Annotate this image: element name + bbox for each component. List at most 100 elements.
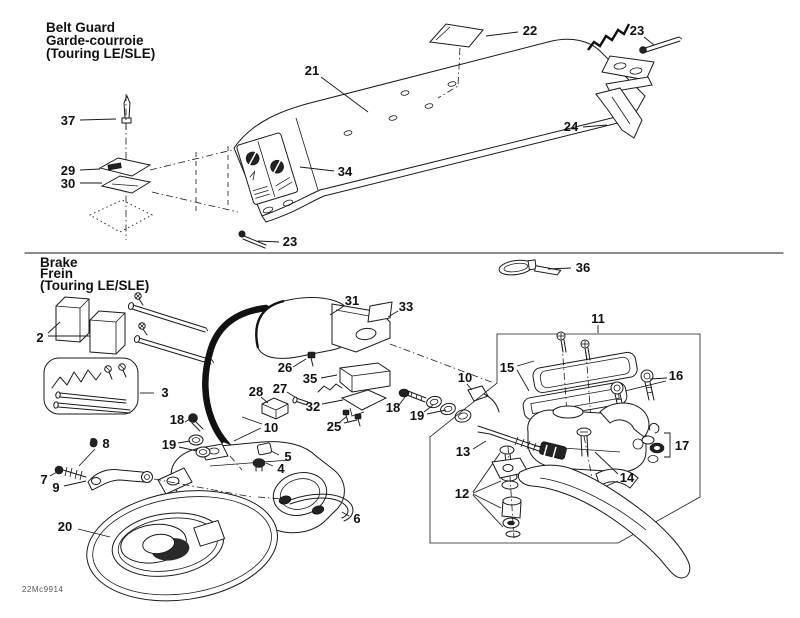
brake-pads-part (55, 292, 215, 365)
callout-19-left-label: 19 (162, 437, 176, 452)
callout-25: 25 (327, 416, 358, 434)
callout-28-label: 28 (249, 384, 263, 399)
projection-line-1 (149, 149, 233, 171)
callout-23-top: 23 (630, 23, 655, 46)
callout-22: 22 (485, 23, 537, 38)
brake-section-title: Brake Frein (Touring LE/SLE) (40, 255, 149, 293)
callout-28: 28 (249, 384, 269, 404)
callout-19-left: 19 (162, 437, 198, 452)
pad-pin-2 (133, 335, 215, 365)
pin-part (121, 94, 132, 130)
brake-title-en: Brake (40, 255, 78, 270)
callout-36-label: 36 (576, 260, 590, 275)
callout-26-label: 26 (278, 360, 292, 375)
anchor-plate-part (601, 55, 655, 93)
callout-23-bottom: 23 (257, 234, 297, 249)
callout-9: 9 (52, 480, 87, 495)
callout-21: 21 (305, 63, 369, 113)
bracket-lower-part (100, 175, 152, 194)
callout-24-label: 24 (564, 119, 579, 134)
callout-22-label: 22 (523, 23, 537, 38)
brake-variant: (Touring LE/SLE) (40, 278, 149, 293)
callout-12-label: 12 (455, 486, 469, 501)
mounting-area-outline (89, 199, 153, 233)
cover-screw-1 (556, 331, 567, 353)
callout-30-label: 30 (61, 176, 75, 191)
callout-23-top-label: 23 (630, 23, 644, 38)
bleeder-plug-part (252, 458, 266, 472)
connector-part (261, 397, 289, 420)
callout-18-left: 18 (170, 412, 191, 427)
callout-6: 6 (341, 511, 361, 526)
handlebar-clamp-part (595, 402, 655, 489)
brake-disc-part (86, 490, 278, 602)
small-parts-17 (647, 423, 665, 463)
flag-part (367, 301, 393, 323)
callout-25-label: 25 (327, 419, 341, 434)
guard-vent-slots (343, 81, 457, 136)
callout-26: 26 (278, 358, 307, 375)
callout-27: 27 (273, 381, 296, 398)
callout-37: 37 (61, 113, 117, 128)
brake-lever-part (491, 457, 691, 579)
callout-4: 4 (265, 461, 285, 476)
callout-29: 29 (61, 163, 101, 178)
callout-2: 2 (36, 321, 90, 345)
hose-fitting-part (467, 385, 500, 413)
callout-18-right: 18 (386, 396, 406, 415)
reservoir-cover-part (532, 351, 638, 394)
callout-15: 15 (500, 360, 535, 392)
callout-10-fitting-label: 10 (458, 370, 472, 385)
callout-13-label: 13 (456, 444, 470, 459)
callout-34-label: 34 (338, 164, 353, 179)
callout-4-label: 4 (277, 461, 285, 476)
screws-pair-part (342, 409, 362, 427)
belt-guard-variant: (Touring LE/SLE) (46, 46, 155, 61)
switch-part (317, 362, 391, 393)
callout-7-label: 7 (40, 472, 47, 487)
callout-23-bottom-label: 23 (283, 234, 297, 249)
callout-21-label: 21 (305, 63, 319, 78)
kit-screw-2 (118, 363, 127, 378)
kit-pin-2 (53, 401, 131, 414)
callout-8: 8 (102, 436, 109, 451)
tie-wrap-part (498, 259, 562, 276)
callout-17-label: 17 (675, 438, 689, 453)
callout-32-label: 32 (306, 399, 320, 414)
callout-5: 5 (270, 449, 292, 464)
banjo-right-part (398, 388, 427, 403)
callout-8-label: 8 (102, 436, 109, 451)
callout-11: 11 (591, 311, 605, 333)
cover-screw-2 (580, 339, 591, 361)
callout-9-label: 9 (52, 480, 59, 495)
callout-20: 20 (58, 519, 111, 538)
callout-19-right-label: 19 (410, 408, 424, 423)
pin-small-part (292, 396, 309, 406)
screw-axis-2 (585, 351, 592, 421)
bracket-upper-part (98, 157, 152, 177)
callout-35-label: 35 (303, 371, 317, 386)
washers-right-part (426, 395, 472, 423)
callout-27-label: 27 (273, 381, 287, 396)
projection-line-2 (151, 191, 239, 213)
callout-35: 35 (303, 371, 338, 386)
belt-guard-section-title: Belt Guard Garde-courroie (Touring LE/SL… (46, 20, 155, 61)
callout-6-label: 6 (353, 511, 360, 526)
assembly-outline-box (429, 333, 701, 544)
callout-32: 32 (306, 399, 344, 414)
callout-30: 30 (61, 176, 102, 191)
callout-36: 36 (547, 260, 590, 275)
callout-16-label: 16 (669, 368, 683, 383)
callout-31-label: 31 (345, 293, 359, 308)
callout-33: 33 (387, 299, 413, 318)
screw-top-part (639, 36, 683, 54)
callout-33-label: 33 (399, 299, 413, 314)
screw-bottom-part (238, 230, 267, 249)
kit-screw-1 (104, 365, 113, 380)
callout-7: 7 (40, 471, 58, 487)
actuating-arm-part (87, 469, 253, 498)
callout-3-label: 3 (161, 385, 168, 400)
switch-bracket-part (340, 389, 388, 417)
spring-bolt-part (54, 465, 87, 481)
